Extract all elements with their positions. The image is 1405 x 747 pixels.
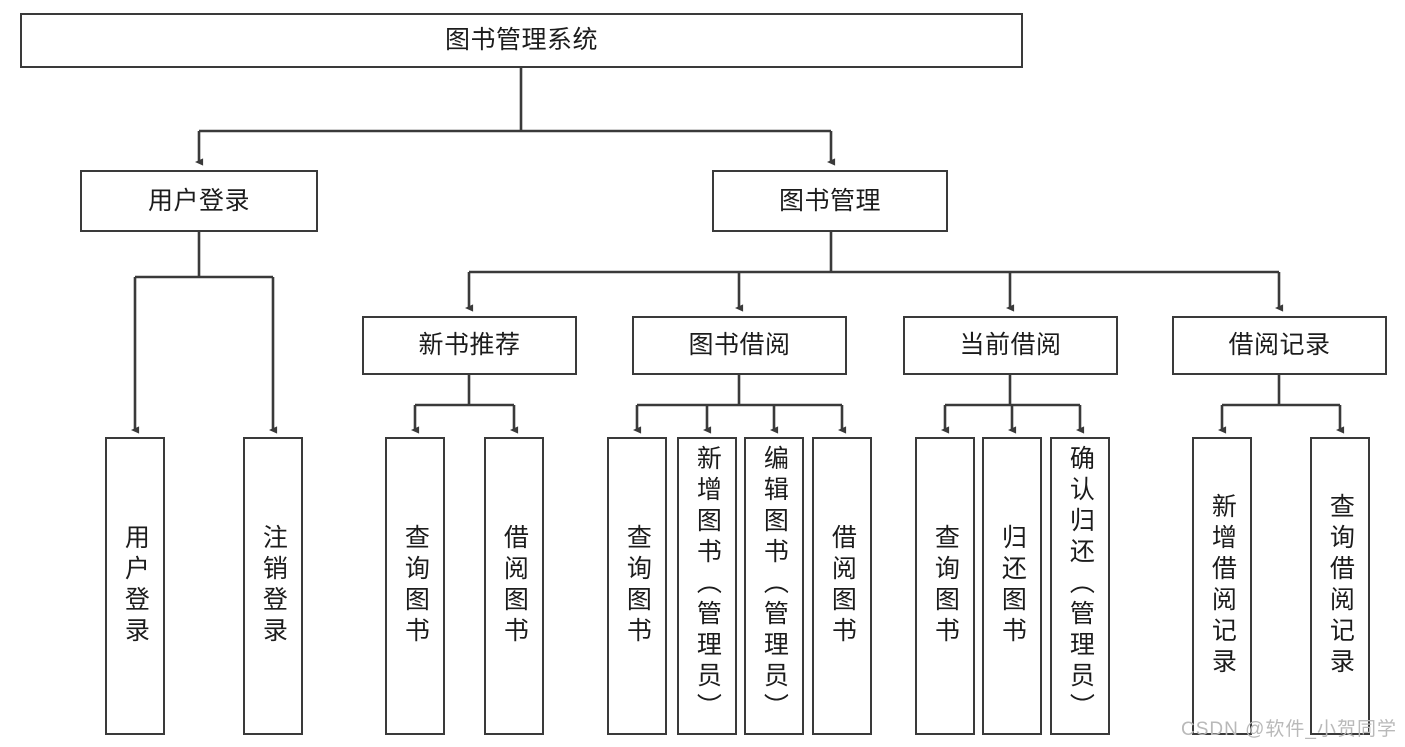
node-label: 编辑图书（管理员） [760,445,789,724]
node-user-login[interactable]: 用户登录 [80,170,318,232]
node-label: 归还图书 [998,524,1027,648]
node-borrow-records[interactable]: 借阅记录 [1172,316,1387,375]
node-label: 注销登录 [259,524,288,648]
node-label: 确认归还（管理员） [1066,445,1095,724]
leaf-current-borrow-query-books[interactable]: 查询图书 [915,437,975,735]
node-label: 用户登录 [147,186,250,215]
leaf-current-borrow-return-books[interactable]: 归还图书 [982,437,1042,735]
node-label: 新增借阅记录 [1208,493,1237,679]
leaf-book-borrow-query-books[interactable]: 查询图书 [607,437,667,735]
leaf-borrow-records-add-record[interactable]: 新增借阅记录 [1192,437,1252,735]
leaf-book-borrow-borrow-books[interactable]: 借阅图书 [812,437,872,735]
node-label: 查询借阅记录 [1326,493,1355,679]
leaf-current-borrow-confirm-return-admin[interactable]: 确认归还（管理员） [1050,437,1110,735]
node-label: 新书推荐 [418,331,521,360]
leaf-borrow-records-query-record[interactable]: 查询借阅记录 [1310,437,1370,735]
node-label: 借阅图书 [500,524,529,648]
node-label: 图书管理系统 [444,26,598,55]
leaf-user-login-login[interactable]: 用户登录 [105,437,165,735]
node-book-borrow[interactable]: 图书借阅 [632,316,847,375]
node-label: 查询图书 [623,524,652,648]
leaf-book-borrow-add-book-admin[interactable]: 新增图书（管理员） [677,437,737,735]
node-label: 图书管理 [778,186,881,215]
leaf-user-login-logout[interactable]: 注销登录 [243,437,303,735]
node-label: 当前借阅 [959,331,1062,360]
node-new-book-recommend[interactable]: 新书推荐 [362,316,577,375]
leaf-book-borrow-edit-book-admin[interactable]: 编辑图书（管理员） [744,437,804,735]
node-label: 借阅图书 [828,524,857,648]
node-book-management[interactable]: 图书管理 [712,170,948,232]
node-label: 查询图书 [401,524,430,648]
leaf-new-book-query-books[interactable]: 查询图书 [385,437,445,735]
leaf-new-book-borrow-books[interactable]: 借阅图书 [484,437,544,735]
node-label: 用户登录 [121,524,150,648]
node-label: 查询图书 [931,524,960,648]
node-root-book-management-system[interactable]: 图书管理系统 [20,13,1023,68]
node-label: 新增图书（管理员） [693,445,722,724]
node-label: 借阅记录 [1228,331,1331,360]
node-label: 图书借阅 [688,331,791,360]
node-current-borrow[interactable]: 当前借阅 [903,316,1118,375]
